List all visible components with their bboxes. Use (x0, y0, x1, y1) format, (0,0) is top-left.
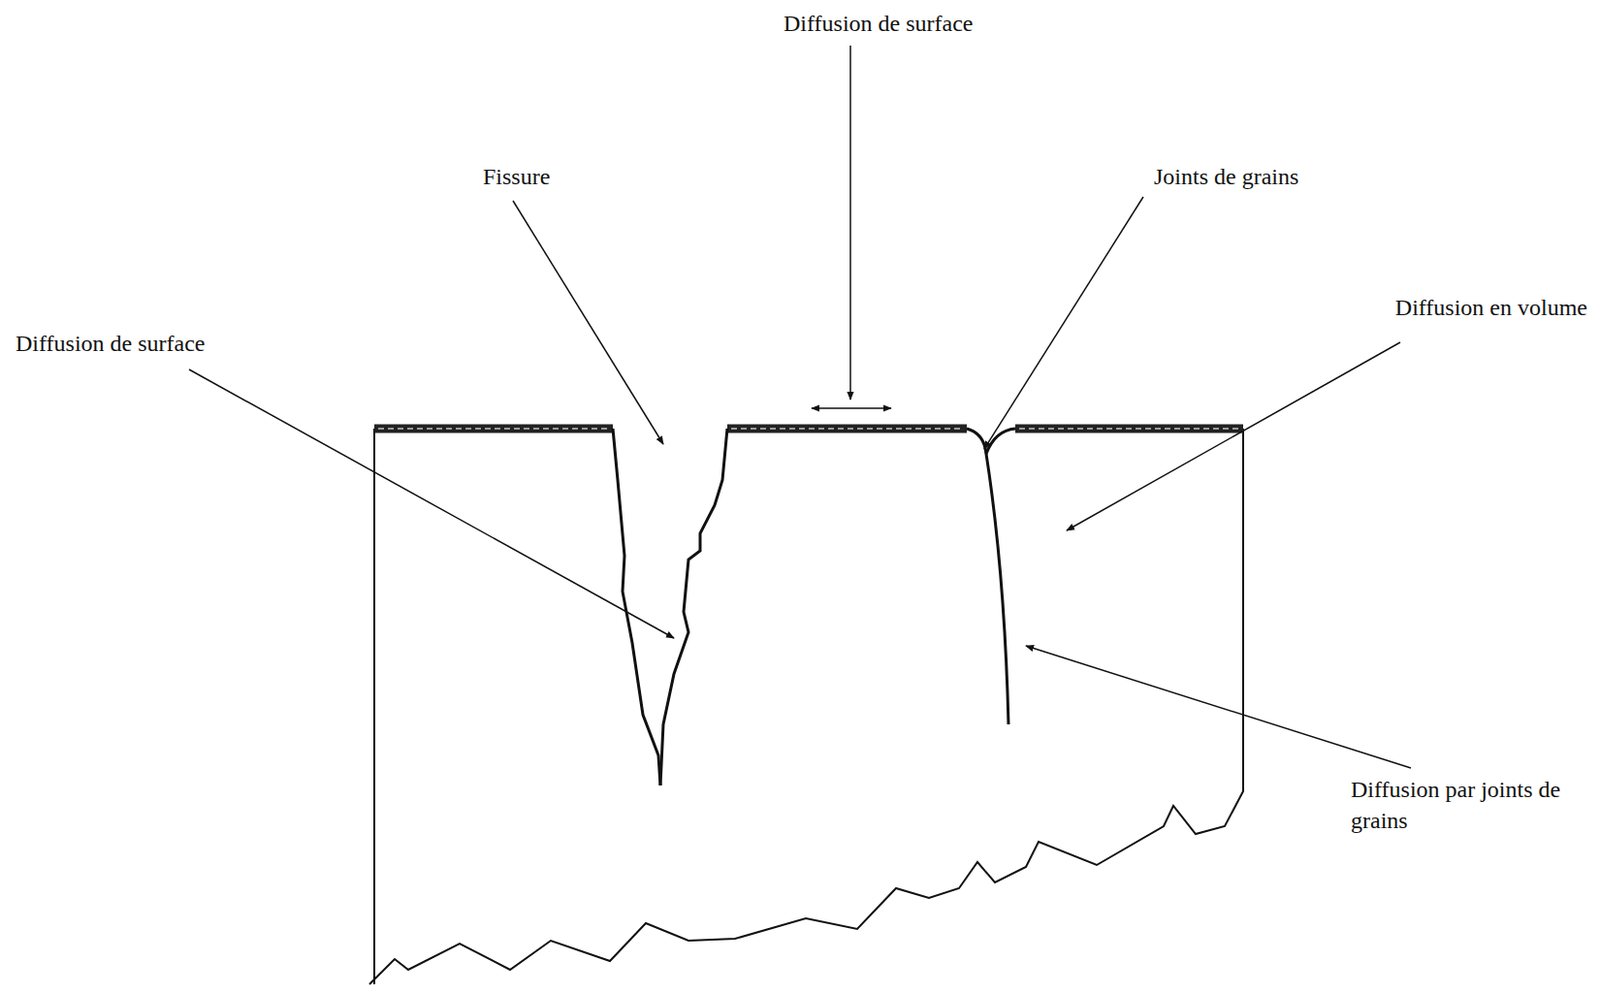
leader-line (849, 45, 852, 400)
leader-line (1066, 342, 1401, 531)
leader-line (984, 196, 1144, 449)
callout-label: Fissure (480, 160, 553, 192)
surface-layer (374, 428, 1244, 430)
callout-label: Diffusion de surface (780, 7, 977, 39)
material-body (369, 428, 1244, 985)
callout-label: Diffusion en volume (1392, 291, 1591, 323)
callout-label: Joints de grains (1151, 160, 1302, 192)
leader-line (1025, 645, 1411, 768)
grain-boundary (966, 428, 1016, 725)
crack (612, 428, 728, 786)
double-arrow (811, 407, 892, 410)
callout-label: Diffusion par joints de grains (1347, 773, 1579, 837)
callout-label: Diffusion de surface (12, 327, 209, 359)
leader-line (512, 200, 664, 445)
leader-line (189, 369, 674, 639)
